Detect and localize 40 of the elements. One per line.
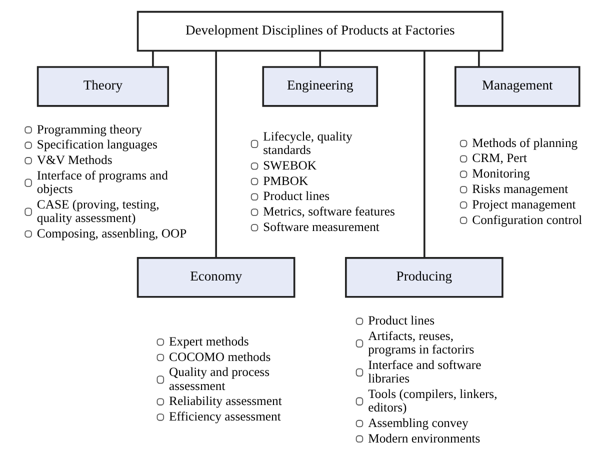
node-label: Assembling convey bbox=[368, 416, 468, 430]
node-label: Composing, assenbling, OOP bbox=[36, 226, 187, 240]
node-label: Quality and process assessment bbox=[169, 365, 270, 393]
node-label: Interface and software libraries bbox=[368, 358, 482, 386]
node-label: Risks management bbox=[472, 182, 568, 196]
node-label: Reliability assessment bbox=[169, 394, 282, 408]
node-label: Methods of planning bbox=[472, 136, 578, 150]
node-box: Development Disciplines of Products at Factories bbox=[136, 10, 504, 52]
node-box: Management bbox=[454, 66, 580, 107]
node-label: Programming theory bbox=[36, 122, 142, 136]
node-label: Product lines bbox=[368, 314, 435, 328]
connector bbox=[319, 50, 322, 67]
node-label: Efficiency assessment bbox=[169, 410, 281, 424]
node-label: COCOMO methods bbox=[169, 350, 271, 364]
node-label: Configuration control bbox=[472, 212, 582, 227]
node-label: Interface of programs and objects bbox=[36, 168, 168, 196]
node-label: Specification languages bbox=[36, 138, 158, 152]
node-label: Product lines bbox=[263, 189, 330, 204]
node-label: Modern environments bbox=[368, 431, 480, 446]
node-box: Economy bbox=[136, 257, 296, 298]
node-label: SWEBOK bbox=[263, 158, 317, 172]
node-label: Project management bbox=[472, 197, 576, 212]
node-label: Metrics, software features bbox=[263, 204, 395, 219]
connector bbox=[152, 50, 154, 67]
node-label: PMBOK bbox=[263, 174, 308, 188]
node-label: Tools (compilers, linkers, editors) bbox=[368, 386, 498, 415]
connector bbox=[424, 51, 426, 258]
connector bbox=[215, 51, 217, 258]
node-label: Software measurement bbox=[263, 220, 380, 234]
node-label: CASE (proving, testing, quality assessment) bbox=[36, 197, 160, 225]
node-box: Theory bbox=[36, 66, 170, 107]
connector bbox=[478, 50, 480, 67]
node-box: Producing bbox=[345, 257, 504, 298]
node-label: Expert methods bbox=[169, 334, 249, 348]
node-box: Engineering bbox=[262, 66, 378, 107]
node-label: Monitoring bbox=[472, 166, 530, 181]
node-label: Artifacts, reuses, programs in factorirs bbox=[368, 329, 474, 357]
node-label: V&V Methods bbox=[36, 153, 112, 168]
node-label: CRM, Pert bbox=[472, 151, 528, 166]
node-label: Lifecycle, quality standards bbox=[263, 130, 352, 158]
